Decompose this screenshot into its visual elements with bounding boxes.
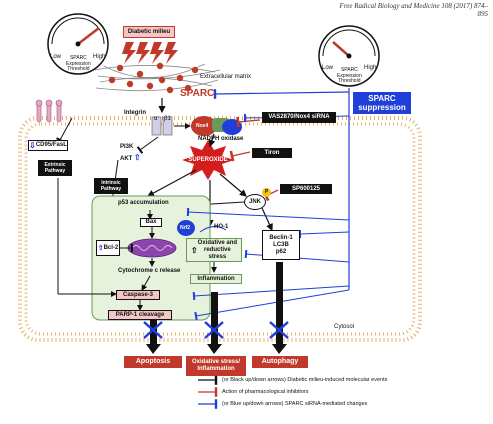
ho1-label: HO-1 bbox=[214, 224, 229, 230]
p53-label: p53 accumulation bbox=[118, 200, 169, 206]
vas2870-inhibitor-box: VAS2870/Nox4 siRNA bbox=[262, 112, 336, 123]
blocked-x-icons bbox=[143, 321, 289, 339]
extracellular-matrix-label: Extracellular matrix bbox=[200, 74, 252, 80]
mitochondria-icon bbox=[127, 238, 177, 258]
inflammation-box: Inflammation bbox=[190, 274, 242, 284]
jnk-box: JNK bbox=[244, 194, 266, 210]
akt-up-arrow-icon: ⇧ bbox=[134, 153, 141, 162]
intrinsic-pathway-box: Intrinsic Pathway bbox=[94, 178, 128, 194]
cd95-receptor-icon bbox=[35, 99, 63, 123]
integrin-icon bbox=[151, 116, 173, 136]
nrf2-label: Nrf2 bbox=[180, 225, 191, 231]
oxidative-stress-label: Oxidative and reductive stress bbox=[197, 239, 238, 260]
superoxide-label: SUPEROXIDE bbox=[188, 156, 228, 163]
cytochrome-label: Cytochrome c release bbox=[118, 268, 181, 274]
bcl2-box: ⇧Bcl-2 bbox=[96, 240, 120, 256]
extrinsic-pathway-box: Extrinsic Pathway bbox=[38, 160, 72, 176]
oxidative-outcome: Oxidative stress/ Inflammation bbox=[186, 356, 246, 376]
nox4-label: Nox4 bbox=[196, 123, 209, 129]
tiron-box: Tiron bbox=[252, 148, 292, 158]
gauge-right-high: High bbox=[364, 65, 377, 71]
gauge-left-high: High bbox=[93, 54, 106, 60]
p62-label: p62 bbox=[275, 248, 287, 255]
oxidative-up-arrow-icon: ⇧ bbox=[190, 245, 198, 255]
legend-item-red: Action of pharmacological inhibitors bbox=[222, 389, 309, 395]
gauge-right-label: SPARC Expression Threshold bbox=[337, 67, 362, 84]
bcl2-label: Bcl-2 bbox=[103, 244, 119, 251]
integrin-alpha-label: α bbox=[154, 116, 158, 122]
cell-membrane-outer bbox=[18, 116, 422, 342]
journal-citation: Free Radical Biology and Medicine 108 (2… bbox=[339, 2, 488, 18]
apoptosis-outcome: Apoptosis bbox=[124, 356, 182, 368]
sparc-label: SPARC bbox=[180, 88, 215, 99]
gauge-left-icon bbox=[47, 13, 109, 75]
akt-text: AKT bbox=[120, 156, 133, 162]
cd95-box: ⇩CD95/FasL bbox=[28, 140, 68, 151]
oxidative-stress-box: ⇧Oxidative and reductive stress bbox=[186, 238, 242, 262]
gauge-right-icon bbox=[318, 25, 380, 87]
caspase3-box: Caspase-3 bbox=[116, 290, 160, 300]
sparc-suppression-box: SPARC suppression bbox=[353, 92, 411, 114]
akt-label: AKT ⇧ bbox=[120, 154, 141, 163]
bax-box: Bax bbox=[140, 218, 162, 227]
bcl2-up-arrow-icon: ⇧ bbox=[97, 244, 104, 252]
sparc-dots bbox=[108, 62, 199, 94]
jnk-phospho-badge: P bbox=[262, 188, 271, 197]
nadph-oxidase-label: NADPH oxidase bbox=[198, 136, 244, 142]
beclin-label: Beclin-1 bbox=[269, 234, 293, 241]
autophagy-outcome: Autophagy bbox=[252, 356, 308, 368]
diabetic-milieu-bolts-icon bbox=[122, 42, 178, 64]
parp-box: PARP-1 cleavage bbox=[108, 310, 172, 320]
cd95-down-arrow-icon: ⇩ bbox=[29, 141, 36, 150]
gauge-left-label: SPARC Expression Threshold bbox=[66, 55, 91, 72]
legend-item-black: (or Black up/down arrows) Diabetic milie… bbox=[222, 377, 388, 383]
diabetic-milieu-box: Diabetic milieu bbox=[123, 26, 175, 38]
autophagy-markers-box: Beclin-1 LC3B p62 bbox=[262, 230, 300, 260]
pi3k-label: PI3K bbox=[120, 144, 134, 150]
integrin-label: Integrin bbox=[124, 110, 146, 116]
cd95-label: CD95/FasL bbox=[35, 142, 67, 148]
gauge-right-low: Low bbox=[322, 65, 334, 71]
lc3b-label: LC3B bbox=[273, 241, 289, 248]
cell-membrane-inner bbox=[24, 122, 416, 336]
nrf2-icon bbox=[177, 220, 195, 236]
cytosol-label: Cytosol bbox=[334, 324, 355, 330]
gauge-left-low: Low bbox=[50, 54, 62, 60]
sp600125-box: SP600125 bbox=[280, 184, 332, 194]
legend-item-blue: (or Blue up/down arrows) SPARC siRNA-med… bbox=[222, 401, 368, 407]
integrin-beta-label: β1 bbox=[164, 116, 171, 122]
